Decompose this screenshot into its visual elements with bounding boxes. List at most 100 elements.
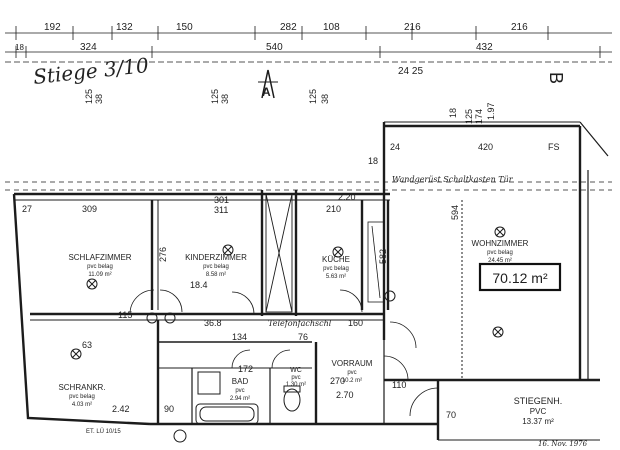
room-area: 2.94 m² [230,396,250,402]
dim-p10: 276 [158,247,168,262]
room-schrankraum: SCHRANKR. pvc belag 4.03 m² [58,383,105,408]
dim-p4: 27 [22,204,32,214]
dim-p15: 160 [348,318,363,328]
dimension-texts-top: 192 132 150 282 108 216 216 18 324 540 4… [15,22,528,53]
room-name: KINDERZIMMER [185,253,247,262]
dim-7: 216 [511,22,528,33]
room-name: KÜCHE [322,255,350,264]
room-floor: pvc belag [87,264,113,270]
room-stiegenhaus: STIEGENH. PVC 13.37 m² [514,396,563,426]
room-wohnzimmer: WOHNZIMMER pvc belag 24.45 m² [472,239,529,264]
door-swings [129,289,439,417]
dim-8: 18 [15,43,24,52]
room-name: STIEGENH. [514,396,563,406]
dim-2: 132 [116,22,133,33]
room-floor: pvc [235,388,244,394]
dim-p25: 70 [446,410,456,420]
dim-11: 432 [476,42,493,53]
dim-v7: 125 [464,109,474,124]
room-floor: pvc belag [69,394,95,400]
dim-p18: 63 [82,340,92,350]
total-area: 70.12 m² [492,270,548,286]
room-bad: BAD pvc 2.94 m² [230,377,250,402]
dim-p12: 594 [450,205,460,220]
dim-p20: 2.70 [336,390,354,400]
dim-4: 282 [280,22,297,33]
room-schlafzimmer: SCHLAFZIMMER pvc belag 11.09 m² [68,253,131,278]
kitchen-fixtures [367,221,385,303]
dim-v8: 174 [474,109,484,124]
room-kinderzimmer: KINDERZIMMER pvc belag 8.58 m² [185,253,247,278]
room-area: 1.30 m² [286,382,306,388]
stiege-label: Stiege 3/10 [32,53,150,89]
dim-p1: 24 [390,142,400,152]
dim-v10: 18 [448,108,458,118]
wand-label: Wandgerüst Schaltkasten Tür [392,175,514,184]
shaft [265,193,293,313]
dim-p26: 18.4 [190,280,208,290]
dim-10: 540 [266,42,283,53]
dim-v5: 125 [308,89,318,104]
dim-v3: 125 [210,89,220,104]
dim-p13: 115 [118,310,132,320]
dim-6: 216 [404,22,421,33]
room-floor: PVC [530,407,547,416]
dim-p17: 76 [298,332,308,342]
dim-1: 192 [44,22,61,33]
room-area: 10.2 m² [342,378,362,384]
dim-3: 150 [176,22,193,33]
room-floor: pvc belag [487,250,513,256]
dim-p14: 36.8 [204,318,222,328]
dim-p11: 582 [378,249,388,264]
dim-v6: 38 [320,94,330,104]
room-area: 13.37 m² [522,417,554,426]
dim-p24: 90 [164,404,174,414]
marker-b: B [546,72,566,84]
dimension-texts-plan: 24 18 420 FS 27 309 301 311 2.20 210 276… [22,142,560,420]
date-label: 16. Nov. 1976 [538,440,588,448]
dim-p6: 301 [214,195,229,205]
room-name: BAD [232,377,249,386]
total-area-box: 70.12 m² [478,262,562,292]
dim-p16: 134 [232,332,247,342]
dim-p3: 420 [478,142,493,152]
room-name: SCHRANKR. [58,383,105,392]
room-wc: WC pvc 1.30 m² [286,367,306,388]
room-floor: pvc belag [323,266,349,272]
dim-v9: 1.97 [486,102,496,120]
dim-p19: 172 [238,364,253,374]
room-name: VORRAUM [332,359,373,368]
dim-v2: 38 [94,94,104,104]
room-area: 5.63 m² [326,274,346,280]
room-name: WOHNZIMMER [472,239,529,248]
dim-p22: 270 [330,376,345,386]
dim-p5: 309 [82,204,97,214]
room-floor: pvc belag [203,264,229,270]
dim-p8: 2.20 [338,192,356,202]
dim-5: 108 [323,22,340,33]
bath-fixtures [195,371,301,425]
dim-v1: 125 [84,89,94,104]
telefon-label: Telefonfachschl [268,319,332,328]
room-area: 24.45 m² [488,258,512,264]
marker-a: A [258,69,278,99]
dim-p23: 2.42 [112,404,130,414]
room-area: 8.58 m² [206,272,226,278]
dim-p2: 18 [368,156,378,166]
room-kueche: KÜCHE pvc belag 5.63 m² [322,255,350,280]
dim-p7: 311 [214,205,228,215]
room-vorraum: VORRAUM pvc 10.2 m² [332,359,373,384]
room-floor: pvc [347,370,356,376]
room-name: SCHLAFZIMMER [68,253,131,262]
dim-9: 324 [80,42,97,53]
dimension-lines-top [5,26,612,191]
et-label: ET. LÜ 10/15 [86,428,121,435]
dim-v4: 38 [220,94,230,104]
dim-fs: FS [548,142,560,152]
room-floor: pvc [291,375,300,381]
svg-text:A: A [262,85,271,99]
room-name: WC [290,367,302,374]
room-area: 4.03 m² [72,402,92,408]
dim-p21: 110 [392,380,406,390]
